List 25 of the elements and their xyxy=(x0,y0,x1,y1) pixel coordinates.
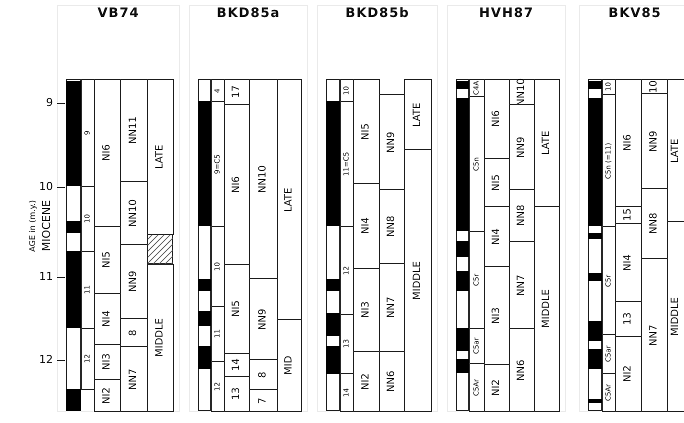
stage-cell: LATE xyxy=(147,79,174,235)
stratigraphic-column xyxy=(189,5,308,412)
stage-cell: MIDDLE xyxy=(534,206,560,412)
stratigraphic-column xyxy=(317,5,438,412)
column-title: BKD85a xyxy=(216,6,282,21)
epoch-label: MIOCENE xyxy=(40,200,53,252)
stratigraphic-column xyxy=(447,5,566,412)
stage-cell: MIDDLE xyxy=(404,149,432,412)
stage-cell: MID xyxy=(277,319,302,412)
column-title: HVH87 xyxy=(478,6,535,21)
stratigraphic-column xyxy=(57,5,180,412)
tick-label: 12 xyxy=(39,353,53,366)
column-title: VB74 xyxy=(96,6,141,21)
nannofossil-zone-cell: 10 xyxy=(641,79,668,94)
tick-label: 9 xyxy=(46,96,53,109)
tick-label: 11 xyxy=(39,270,53,283)
stage-cell: LATE xyxy=(534,79,560,207)
column-title: BKD85b xyxy=(344,6,411,21)
stage-cell: MIDDLE xyxy=(147,264,174,412)
stratigraphic-column xyxy=(579,5,684,412)
tick-label: 10 xyxy=(39,180,53,193)
stage-cell: LATE xyxy=(277,79,302,320)
stage-cell: LATE xyxy=(404,79,432,150)
column-title: BKV85 xyxy=(607,6,663,21)
axis-title: AGE in (m.y.) xyxy=(28,200,37,252)
